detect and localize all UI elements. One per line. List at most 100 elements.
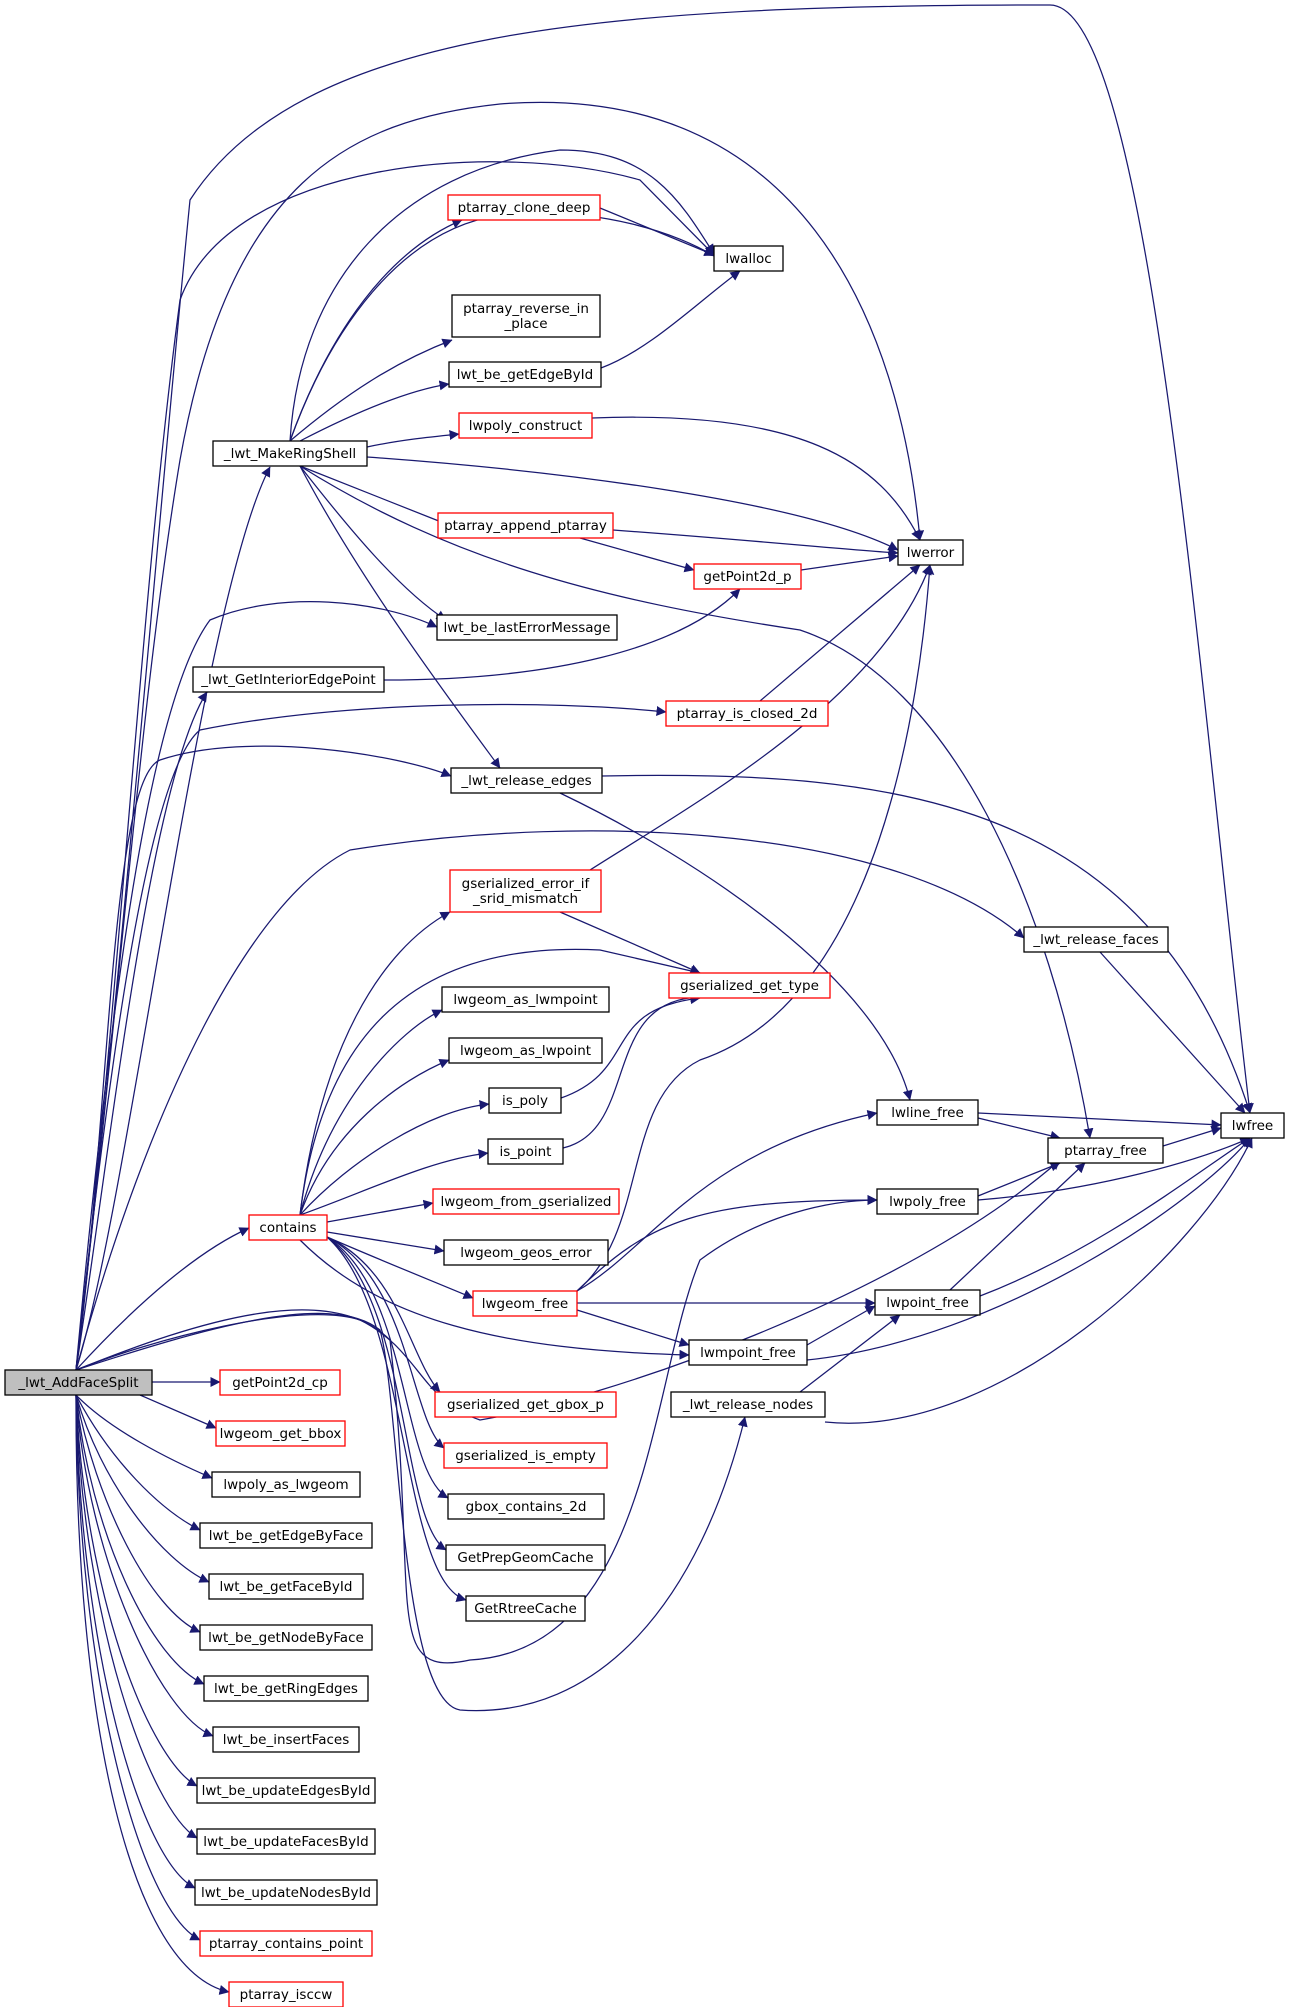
node-box (441, 986, 610, 1013)
node-polyconstruct[interactable]: lwpoly_construct (458, 412, 593, 439)
node-box (443, 1239, 609, 1266)
node-lwerror[interactable]: lwerror (897, 539, 964, 566)
node-label: lwt_be_updateEdgesById (202, 1783, 371, 1799)
node-polyfree[interactable]: lwpoly_free (876, 1188, 979, 1215)
edge-mr-revinplace (289, 338, 453, 442)
edge-mr-lasterr (299, 465, 447, 621)
node-geoserr[interactable]: lwgeom_geos_error (443, 1239, 609, 1266)
node-reledges[interactable]: _lwt_release_edges (450, 767, 603, 794)
edge-root-lwalloc (75, 161, 715, 1371)
edge-sridmm-lwerror (589, 564, 932, 871)
node-gboxcont[interactable]: gbox_contains_2d (447, 1493, 605, 1520)
node-box (436, 614, 618, 641)
edge-contains-fromgser (326, 1199, 434, 1223)
node-lwgeomfree[interactable]: lwgeom_free (472, 1290, 578, 1317)
node-ringedges[interactable]: lwt_be_getRingEdges (203, 1675, 369, 1702)
edge-ptafree-lwfree (1162, 1126, 1222, 1147)
node-box (212, 440, 368, 467)
node-edgebyid[interactable]: lwt_be_getEdgeById (448, 361, 602, 388)
node-revinplace[interactable]: ptarray_reverse_in_place (451, 294, 601, 338)
edge-relnodes-pointfree (799, 1314, 901, 1393)
node-relnodes[interactable]: _lwt_release_nodes (670, 1391, 826, 1418)
node-label: lwgeom_from_gserialized (441, 1194, 612, 1210)
node-label: lwt_be_getFaceById (220, 1579, 353, 1595)
node-appendpt[interactable]: ptarray_append_ptarray (437, 512, 614, 539)
node-isempty[interactable]: gserialized_is_empty (443, 1442, 608, 1469)
edge-mr-polyconstruct (366, 430, 460, 448)
node-label: ptarray_clone_deep (458, 200, 591, 216)
node-box (432, 1188, 620, 1215)
node-updnodes[interactable]: lwt_be_updateNodesById (194, 1879, 378, 1906)
node-box (228, 1981, 344, 2007)
node-lwfree[interactable]: lwfree (1220, 1112, 1285, 1139)
node-interior[interactable]: _lwt_GetInteriorEdgePoint (192, 666, 385, 693)
node-gp2dp[interactable]: getPoint2d_p (693, 563, 802, 590)
node-isccw[interactable]: ptarray_isccw (228, 1981, 344, 2007)
node-label: lwt_be_getEdgeByFace (209, 1528, 363, 1544)
node-relfaces[interactable]: _lwt_release_faces (1023, 926, 1169, 953)
node-clonedeep[interactable]: ptarray_clone_deep (447, 194, 601, 221)
edge-contains-aslwmpoint (299, 1009, 443, 1216)
node-fromgser[interactable]: lwgeom_from_gserialized (432, 1188, 620, 1215)
node-label: lwt_be_insertFaces (223, 1732, 350, 1748)
node-ptafree[interactable]: ptarray_free (1047, 1137, 1164, 1164)
node-box (215, 1420, 346, 1447)
node-pacontains[interactable]: ptarray_contains_point (199, 1930, 373, 1957)
node-gbox_p[interactable]: gserialized_get_gbox_p (434, 1391, 617, 1418)
node-root[interactable]: _lwt_AddFaceSplit (4, 1369, 153, 1396)
edge-root-updnodes (75, 1394, 196, 1889)
node-box (448, 1037, 603, 1064)
node-aslwmpoint[interactable]: lwgeom_as_lwmpoint (441, 986, 610, 1013)
node-rtreecache[interactable]: GetRtreeCache (465, 1595, 586, 1622)
node-lasterr[interactable]: lwt_be_lastErrorMessage (436, 614, 618, 641)
node-box (450, 767, 603, 794)
node-prepcache[interactable]: GetPrepGeomCache (445, 1544, 606, 1571)
node-label: _lwt_MakeRingShell (223, 446, 356, 462)
node-label: gbox_contains_2d (466, 1499, 587, 1515)
node-label: _lwt_release_nodes (682, 1397, 813, 1413)
edge-polyconstruct-lwerror (591, 416, 921, 541)
node-updfaces[interactable]: lwt_be_updateFacesById (196, 1828, 376, 1855)
node-polyasgeom[interactable]: lwpoly_as_lwgeom (211, 1471, 361, 1498)
node-lwalloc[interactable]: lwalloc (713, 245, 784, 272)
node-box (208, 1573, 364, 1600)
edge-mpointfree-pointfree (806, 1305, 876, 1346)
node-box (693, 563, 802, 590)
node-isclosed[interactable]: ptarray_is_closed_2d (665, 700, 829, 727)
edge-root-nodebyface (75, 1394, 201, 1633)
node-box (472, 1290, 578, 1317)
node-pointfree[interactable]: lwpoint_free (874, 1289, 981, 1316)
node-label: lwgeom_geos_error (460, 1245, 592, 1261)
node-ispoly[interactable]: is_poly (488, 1087, 562, 1114)
node-ispoint[interactable]: is_point (487, 1138, 564, 1165)
node-label: lwmpoint_free (700, 1345, 796, 1361)
edge-root-facebyid (75, 1394, 210, 1583)
node-box (196, 1828, 376, 1855)
node-makering[interactable]: _lwt_MakeRingShell (212, 440, 368, 467)
node-gp2dcp[interactable]: getPoint2d_cp (219, 1369, 341, 1396)
node-label: _lwt_release_edges (460, 773, 591, 789)
node-updedges[interactable]: lwt_be_updateEdgesById (196, 1777, 376, 1804)
node-sridmm[interactable]: gserialized_error_if_srid_mismatch (449, 869, 602, 913)
node-linefree[interactable]: lwline_free (876, 1099, 979, 1126)
node-mpointfree[interactable]: lwmpoint_free (688, 1339, 808, 1366)
node-label: gserialized_get_gbox_p (447, 1397, 604, 1413)
node-nodebyface[interactable]: lwt_be_getNodeByFace (199, 1624, 373, 1651)
node-aslwpoint[interactable]: lwgeom_as_lwpoint (448, 1037, 603, 1064)
node-box (713, 245, 784, 272)
node-getbbox[interactable]: lwgeom_get_bbox (215, 1420, 346, 1447)
node-insfaces[interactable]: lwt_be_insertFaces (212, 1726, 360, 1753)
node-edgebyface[interactable]: lwt_be_getEdgeByFace (199, 1522, 373, 1549)
edge-linefree-lwfree (977, 1112, 1222, 1130)
node-facebyid[interactable]: lwt_be_getFaceById (208, 1573, 364, 1600)
node-gsertype[interactable]: gserialized_get_type (668, 972, 831, 999)
edge-linefree-ptafree (977, 1117, 1061, 1141)
edge-mr-lwalloc2 (289, 149, 715, 442)
edge-contains-rtreecache (326, 1236, 467, 1602)
node-contains[interactable]: contains (248, 1214, 328, 1241)
node-box (199, 1522, 373, 1549)
node-box (1023, 926, 1169, 953)
edge-contains-gboxcont (326, 1236, 449, 1499)
node-box (688, 1339, 808, 1366)
node-box (194, 1879, 378, 1906)
